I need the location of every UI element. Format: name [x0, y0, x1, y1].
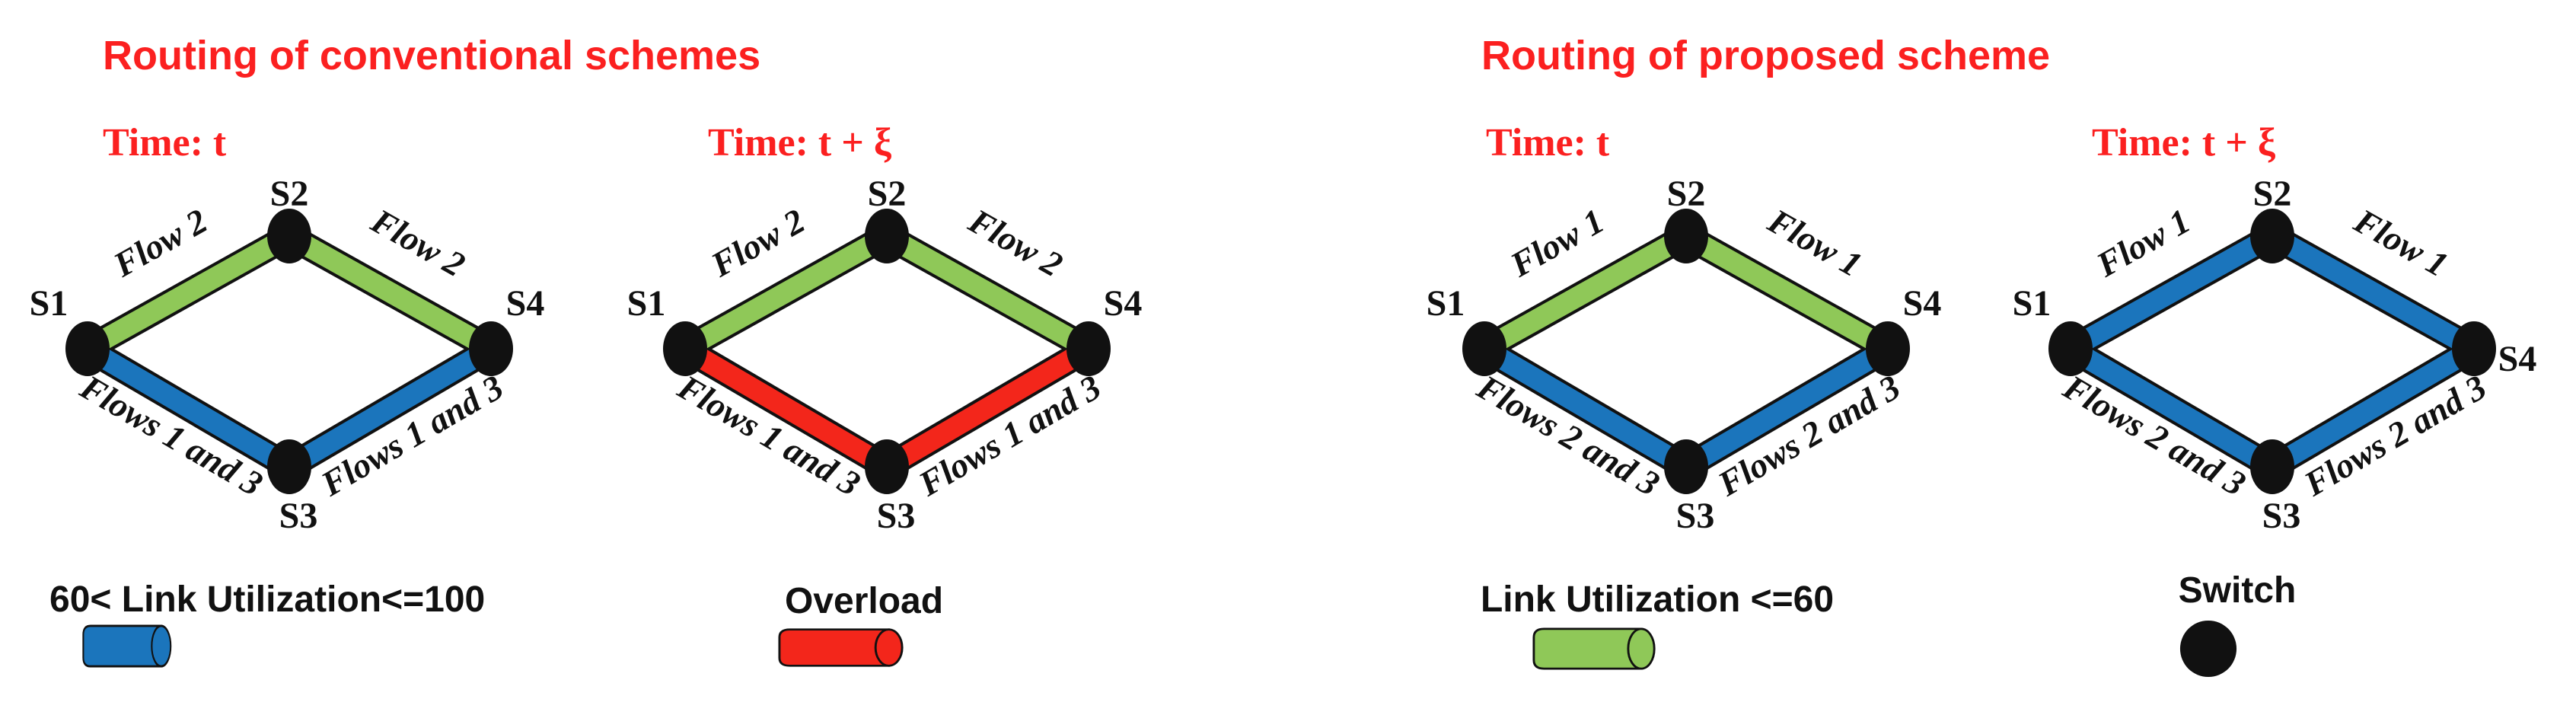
link-S1-S3	[82, 340, 295, 476]
link-S1-S3	[2065, 340, 2278, 476]
node-label-S4: S4	[1903, 283, 1942, 324]
link-S3-S4	[284, 340, 496, 476]
switch-node-S4	[2452, 321, 2496, 376]
node-label-S4: S4	[2498, 339, 2537, 379]
cylinder-body	[82, 624, 162, 668]
node-label-S1: S1	[1427, 283, 1465, 324]
time-label: Time: t + ξ	[708, 121, 892, 164]
high-utilization-cylinder-icon	[82, 624, 172, 668]
switch-node-S3	[865, 439, 909, 494]
switch-circle	[2179, 620, 2237, 678]
edge-flow-label: Flow 2	[365, 201, 472, 285]
switch-node-S4	[1066, 321, 1111, 376]
overload-cylinder-icon	[778, 628, 904, 667]
edge-flow-label: Flow 1	[1761, 201, 1869, 285]
link-S2-S4	[882, 227, 1094, 358]
cylinder-body	[778, 628, 891, 667]
node-label-S2: S2	[270, 174, 309, 214]
section-title-proposed: Routing of proposed scheme	[1481, 33, 2051, 78]
switch-node-S1	[1462, 321, 1506, 376]
link-S3-S4	[1681, 340, 1893, 476]
switch-node-S3	[2250, 439, 2294, 494]
cylinder-body	[1532, 627, 1643, 670]
switch-node-S4	[1866, 321, 1910, 376]
node-label-S3: S3	[1676, 496, 1715, 536]
node-label-S3: S3	[279, 496, 318, 536]
section-title-conventional: Routing of conventional schemes	[103, 33, 761, 78]
link-S1-S3	[1479, 340, 1691, 476]
link-S2-S4	[1681, 227, 1893, 358]
link-S1-S2	[680, 227, 892, 358]
switch-node-S3	[1664, 439, 1708, 494]
switch-node-S2	[2250, 209, 2294, 263]
switch-node-S3	[267, 439, 311, 494]
legend-label-low-utilization: Link Utilization <=60	[1480, 579, 1835, 620]
link-S1-S3	[680, 340, 892, 476]
legend-label-high-utilization: 60< Link Utilization<=100	[49, 579, 486, 620]
edge-flow-label: Flow 1	[2348, 201, 2455, 285]
node-label-S2: S2	[2253, 174, 2292, 214]
link-S3-S4	[2267, 340, 2479, 476]
node-label-S4: S4	[1104, 283, 1143, 324]
cylinder-cap	[151, 624, 172, 668]
low-utilization-cylinder-icon	[1532, 627, 1656, 670]
switch-node-S2	[1664, 209, 1708, 263]
switch-node-icon	[2179, 620, 2237, 678]
legend-label-overload: Overload	[784, 581, 944, 621]
link-S3-S4	[882, 340, 1094, 476]
switch-node-S1	[65, 321, 110, 376]
node-label-S4: S4	[506, 283, 545, 324]
switch-node-S2	[267, 209, 311, 263]
time-label: Time: t	[1486, 121, 1610, 164]
node-label-S1: S1	[2013, 283, 2052, 324]
node-label-S3: S3	[2262, 496, 2301, 536]
link-S1-S2	[82, 227, 295, 358]
switch-node-S2	[865, 209, 909, 263]
edge-flow-label: Flow 2	[962, 201, 1070, 285]
link-S2-S4	[284, 227, 496, 358]
node-label-S2: S2	[1667, 174, 1706, 214]
cylinder-cap	[1627, 627, 1656, 670]
link-S2-S4	[2267, 227, 2479, 358]
node-label-S1: S1	[627, 283, 666, 324]
switch-node-S1	[663, 321, 707, 376]
link-S1-S2	[2065, 227, 2278, 358]
node-label-S1: S1	[30, 283, 69, 324]
node-label-S2: S2	[868, 174, 907, 214]
time-label: Time: t	[103, 121, 227, 164]
node-label-S3: S3	[877, 496, 916, 536]
switch-node-S4	[469, 321, 513, 376]
time-label: Time: t + ξ	[2092, 121, 2276, 164]
cylinder-cap	[874, 628, 904, 667]
link-S1-S2	[1479, 227, 1691, 358]
switch-node-S1	[2048, 321, 2093, 376]
legend-label-switch: Switch	[2178, 570, 2297, 611]
